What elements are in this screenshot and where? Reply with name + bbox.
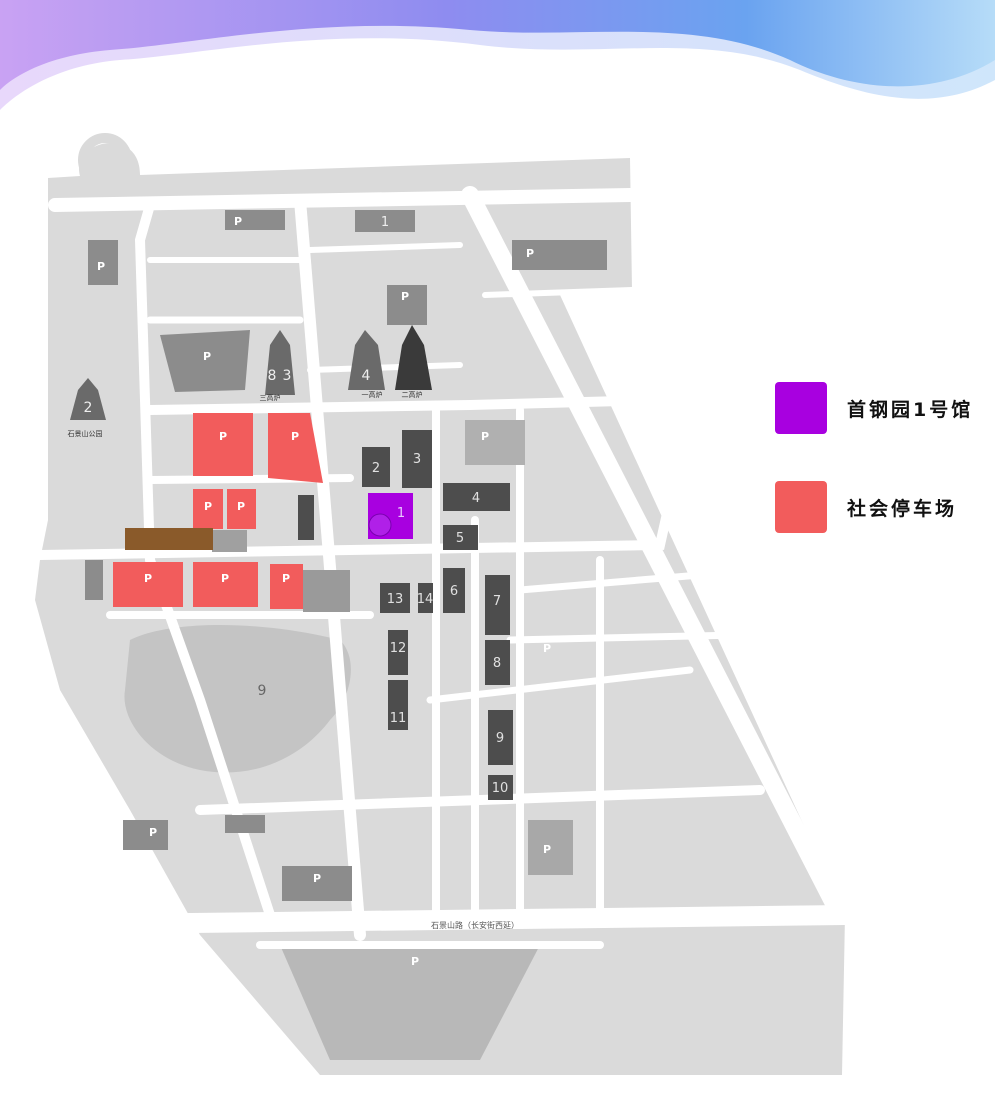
parking-lot [193, 489, 223, 529]
parking-lot [193, 413, 253, 476]
building-number: 2 [372, 461, 380, 476]
parking-lot [268, 413, 323, 483]
hall-1-marker [368, 513, 392, 537]
parking-lot [227, 489, 256, 529]
legend-item-public-parking: 社会停车场 [775, 481, 957, 533]
marker-number: 3 [283, 368, 292, 384]
building-number: 5 [456, 531, 464, 546]
marker-number: 9 [258, 683, 267, 699]
roundabout [78, 133, 132, 187]
parking-lot [270, 564, 303, 609]
legend-label: 社会停车场 [847, 497, 958, 520]
parking-icon: P [543, 642, 551, 655]
parking-icon: P [234, 215, 242, 228]
parking-icon: P [282, 572, 290, 585]
parking-icon: P [204, 500, 212, 513]
parking-icon: P [401, 290, 409, 303]
building-number: 11 [390, 711, 407, 726]
parking-icon: P [291, 430, 299, 443]
railway-structure [125, 528, 213, 550]
parking-lot [193, 562, 258, 607]
lake-park-area [124, 625, 351, 773]
header-wave-banner [0, 0, 995, 110]
parking-icon: P [219, 430, 227, 443]
label-main-road: 石景山路（长安街西延） [431, 920, 519, 930]
public-parking-lots [113, 413, 323, 609]
building-number: 3 [413, 452, 421, 467]
parking-icon: P [221, 572, 229, 585]
legend-swatch-purple [775, 382, 827, 434]
parking-icon: P [481, 430, 489, 443]
building-number: 14 [417, 592, 434, 607]
building-number: 8 [493, 656, 501, 671]
parking-icon: P [149, 826, 157, 839]
parking-lot [113, 562, 183, 607]
legend-item-hall-1: 首钢园1号馆 [775, 382, 973, 434]
marker-number: 8 [268, 368, 277, 384]
marker-number: 4 [362, 368, 371, 384]
parking-icon: P [203, 350, 211, 363]
building-number: 1 [397, 506, 405, 521]
building-number: 6 [450, 584, 458, 599]
buildings [298, 430, 513, 800]
south-park-area [280, 945, 540, 1060]
building-number: 13 [387, 592, 404, 607]
furnace-shapes [70, 325, 432, 420]
parking-icon: P [543, 843, 551, 856]
label-furnace-2: 二高炉 [402, 390, 423, 399]
parking-icon: P [526, 247, 534, 260]
building-number: 9 [496, 731, 504, 746]
roads [20, 186, 855, 949]
marker-number: 2 [84, 400, 93, 416]
building-number: 1 [381, 215, 389, 230]
parking-icon: P [144, 572, 152, 585]
label-shijingshan-park: 石景山公园 [68, 429, 103, 438]
parking-icon: P [411, 955, 419, 968]
parking-icon: P [97, 260, 105, 273]
label-furnace-3: 三高炉 [260, 393, 281, 402]
legend-swatch-red [775, 481, 827, 533]
gray-blocks [85, 210, 607, 901]
building-number: 7 [493, 594, 501, 609]
legend-label: 首钢园1号馆 [847, 398, 974, 421]
building-number: 12 [390, 641, 407, 656]
label-furnace-1: 一高炉 [362, 390, 383, 399]
building-number: 4 [472, 491, 480, 506]
building-number: 10 [492, 781, 509, 796]
parking-icon: P [237, 500, 245, 513]
parking-icon: P [313, 872, 321, 885]
